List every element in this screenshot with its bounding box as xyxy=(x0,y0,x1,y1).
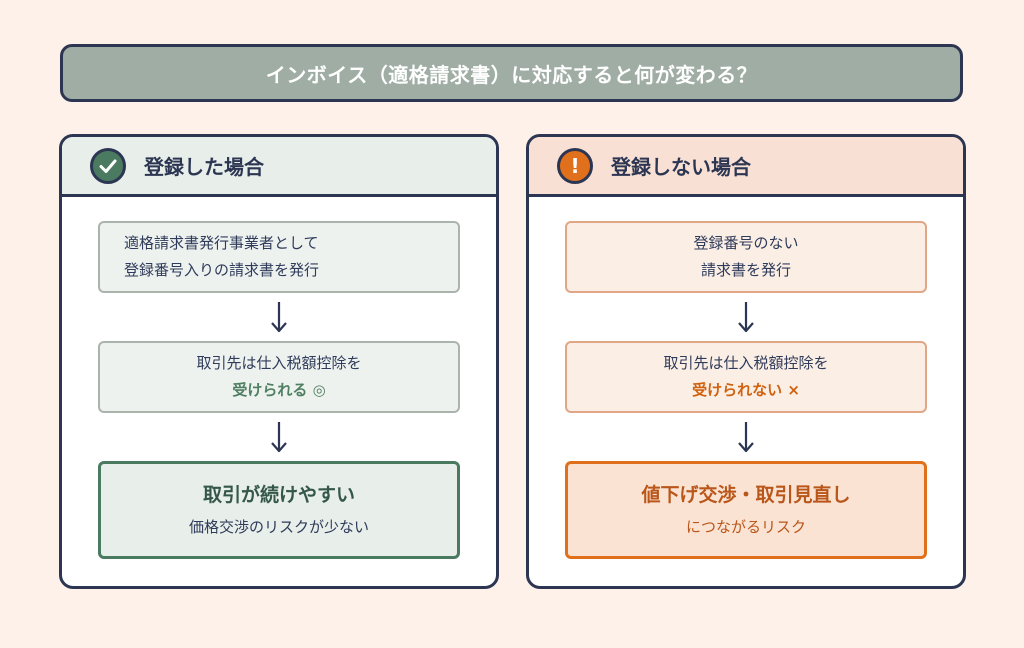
exclamation-icon: ! xyxy=(557,147,593,184)
unregistered-flow: 登録番号のない 請求書を発行 取引先は仕入税額控除を 受けられない × 値下げ交… xyxy=(529,197,963,559)
registered-step-1: 適格請求書発行事業者として 登録番号入りの請求書を発行 xyxy=(98,221,460,293)
down-arrow-icon xyxy=(529,413,963,461)
unregistered-result-sub: につながるリスク xyxy=(685,518,806,536)
unregistered-step-2-line2: 受けられない × xyxy=(692,381,800,399)
unregistered-step-1-line1: 登録番号のない xyxy=(693,234,799,252)
unregistered-step-2-line1: 取引先は仕入税額控除を xyxy=(663,354,829,372)
registered-panel-header: 登録した場合 xyxy=(62,137,496,197)
registered-step-2-line1: 取引先は仕入税額控除を xyxy=(196,354,362,372)
page-title: インボイス（適格請求書）に対応すると何が変わる？ xyxy=(60,44,963,102)
unregistered-panel: ! 登録しない場合 登録番号のない 請求書を発行 取引先は仕入税額控除を 受けら… xyxy=(526,134,966,589)
unregistered-step-2: 取引先は仕入税額控除を 受けられない × xyxy=(565,341,927,413)
unregistered-step-1-line2: 請求書を発行 xyxy=(700,261,791,279)
registered-result: 取引が続けやすい 価格交渉のリスクが少ない xyxy=(98,461,460,559)
registered-result-headline: 取引が続けやすい xyxy=(202,484,355,506)
down-arrow-icon xyxy=(62,413,496,461)
down-arrow-icon xyxy=(529,293,963,341)
unregistered-result-headline: 値下げ交渉・取引見直し xyxy=(641,484,851,506)
registered-flow: 適格請求書発行事業者として 登録番号入りの請求書を発行 取引先は仕入税額控除を … xyxy=(62,197,496,559)
registered-step-1-line2: 登録番号入りの請求書を発行 xyxy=(124,261,320,279)
registered-result-sub: 価格交渉のリスクが少ない xyxy=(188,518,369,536)
unregistered-panel-header: ! 登録しない場合 xyxy=(529,137,963,197)
check-icon xyxy=(90,147,126,184)
registered-panel: 登録した場合 適格請求書発行事業者として 登録番号入りの請求書を発行 取引先は仕… xyxy=(59,134,499,589)
registered-step-2-line2: 受けられる ◎ xyxy=(232,381,326,399)
registered-step-2: 取引先は仕入税額控除を 受けられる ◎ xyxy=(98,341,460,413)
registered-step-1-line1: 適格請求書発行事業者として xyxy=(124,234,319,252)
unregistered-panel-title: 登録しない場合 xyxy=(611,155,751,179)
unregistered-step-1: 登録番号のない 請求書を発行 xyxy=(565,221,927,293)
registered-panel-title: 登録した場合 xyxy=(144,155,264,179)
unregistered-result: 値下げ交渉・取引見直し につながるリスク xyxy=(565,461,927,559)
down-arrow-icon xyxy=(62,293,496,341)
